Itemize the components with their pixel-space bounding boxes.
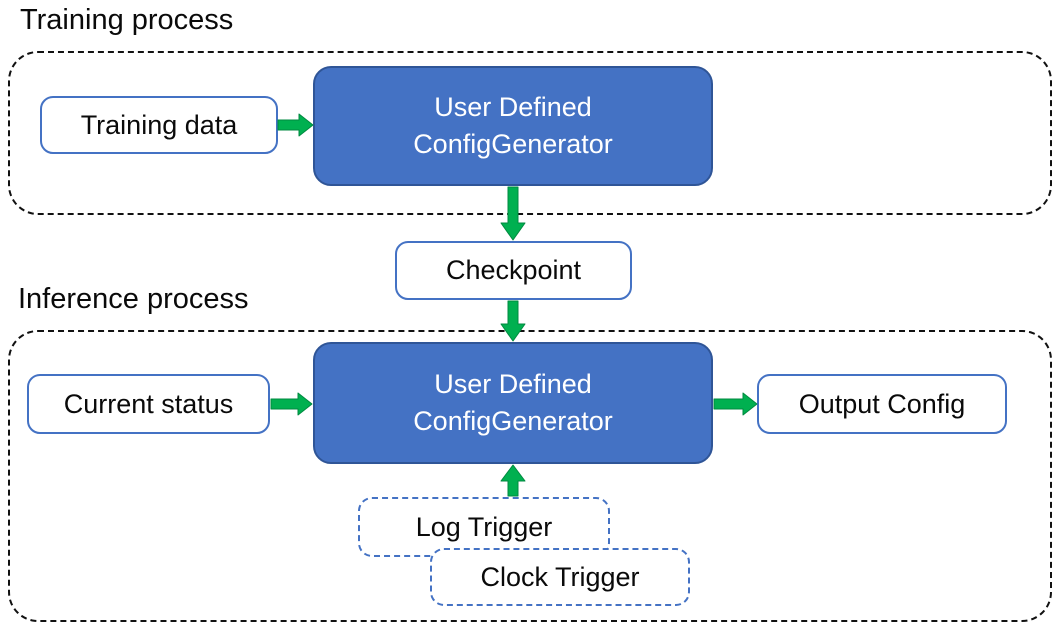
training-container bbox=[8, 51, 1052, 215]
inference-generator-line1: User Defined bbox=[434, 369, 592, 399]
training-data-label: Training data bbox=[80, 109, 238, 140]
training-process-label: Training process bbox=[20, 4, 234, 36]
inference-container bbox=[8, 330, 1052, 622]
inference-process-label: Inference process bbox=[18, 283, 249, 315]
training-generator-line2: ConfigGenerator bbox=[413, 129, 613, 159]
checkpoint-box: Checkpoint bbox=[395, 241, 632, 300]
inference-generator-line2: ConfigGenerator bbox=[413, 406, 613, 436]
output-config-label: Output Config bbox=[798, 388, 966, 419]
clock-trigger-box: Clock Trigger bbox=[430, 548, 690, 606]
training-generator-box: User Defined ConfigGenerator bbox=[313, 66, 713, 186]
log-trigger-label: Log Trigger bbox=[415, 511, 553, 542]
current-status-label: Current status bbox=[63, 388, 234, 419]
output-config-box: Output Config bbox=[757, 374, 1007, 434]
current-status-box: Current status bbox=[27, 374, 270, 434]
training-data-box: Training data bbox=[40, 96, 278, 154]
clock-trigger-label: Clock Trigger bbox=[480, 561, 640, 592]
inference-generator-box: User Defined ConfigGenerator bbox=[313, 342, 713, 464]
training-generator-line1: User Defined bbox=[434, 92, 592, 122]
checkpoint-label: Checkpoint bbox=[445, 255, 582, 285]
log-trigger-box: Log Trigger bbox=[358, 497, 610, 557]
